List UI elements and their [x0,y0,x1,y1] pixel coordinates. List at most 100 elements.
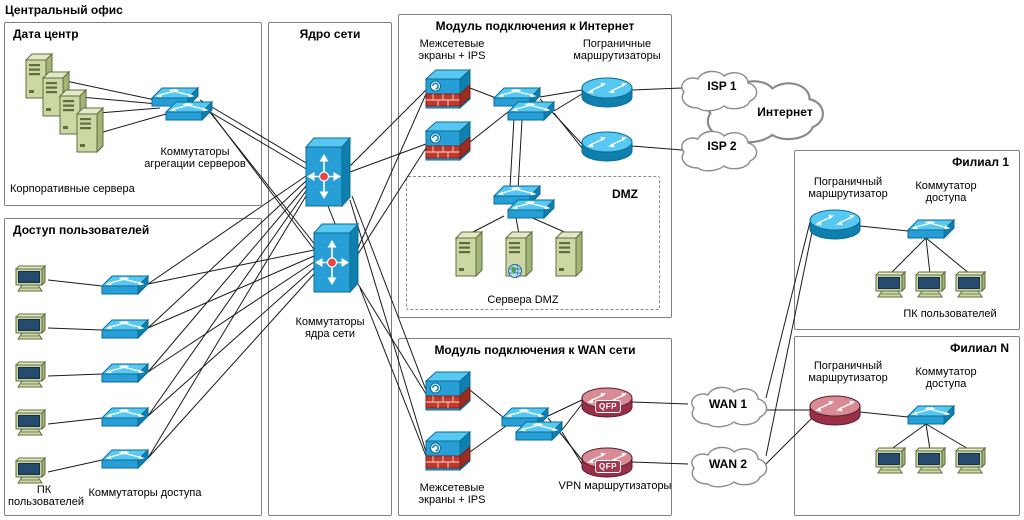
label-branchn-border-router: Пограничный маршрутизатор [808,360,888,385]
connection-line [47,327,103,331]
firewall-ips-icon [425,121,471,161]
pc-icon [15,409,46,436]
label-cloud-isp2: ISP 2 [707,139,737,153]
connection-line [517,119,523,191]
connection-line [147,267,315,417]
connection-line [859,225,909,232]
connection-line [515,217,520,235]
border-router-icon [581,131,633,162]
connection-line [553,93,583,112]
connection-line [327,205,337,227]
switch-icon [907,219,955,239]
pc-icon [875,447,906,474]
group-wan-module-box: Модуль подключения к WAN сети [398,338,672,516]
switch-icon [101,449,149,469]
connection-line [47,459,103,473]
label-wan-firewalls: Межсетевые экраны + IPS [418,482,486,507]
connection-line [357,283,427,395]
switch-icon [165,101,213,121]
label-cloud-internet: Интернет [757,105,813,119]
label-cloud-wan1: WAN 1 [708,397,747,411]
group-title-datacenter: Дата центр [13,27,79,41]
connection-line [147,249,315,285]
label-core-switches: Коммутаторы ядра сети [295,316,365,341]
connection-line [147,185,307,373]
group-title-branch-1: Филиал 1 [952,155,1009,169]
core-switch-icon [313,223,359,293]
connection-line [509,117,515,189]
switch-icon [101,275,149,295]
globe-icon [508,264,522,278]
connection-line [47,279,103,287]
connection-line [349,199,427,453]
connection-line [147,175,307,285]
qfp-badge: QFP [595,400,621,413]
connection-line [47,417,103,425]
firewall-ips-icon [425,371,471,411]
connection-line [553,112,583,149]
server-icon [555,231,583,277]
group-dmz-box [406,176,660,310]
connection-line [561,403,583,431]
pc-icon [915,271,946,298]
group-datacenter-box: Дата центр [4,22,262,206]
connection-line [765,221,811,399]
page-title: Центральный офис [5,3,123,17]
qfp-badge: QFP [595,460,621,473]
connection-line [527,215,570,235]
label-branch1-border-router: Пограничный маршрутизатор [808,176,888,201]
connection-line [469,87,497,99]
pc-icon [15,361,46,388]
connection-line [199,99,309,165]
switch-icon [101,407,149,427]
connection-line [209,111,309,171]
connection-line [925,237,931,275]
connection-line [147,180,307,329]
connection-line [859,411,909,418]
connection-line [359,287,427,457]
switch-icon [101,363,149,383]
connection-line [469,425,507,453]
connection-line [765,231,813,457]
connection-line [147,195,307,459]
connection-line [102,113,167,133]
pc-icon [875,271,906,298]
connection-line [631,87,683,91]
connection-line [349,89,427,167]
group-title-wan-module: Модуль подключения к WAN сети [434,343,636,357]
border-router-icon [581,77,633,108]
connection-line [889,237,927,275]
connection-line [469,111,509,143]
group-branch-1-box: Филиал 1 [794,150,1020,330]
connection-line [763,417,813,467]
group-internet-module-box: Модуль подключения к Интернет [398,14,672,318]
label-aggregation-switches: Коммутаторы агрегации серверов [144,146,246,171]
group-user-access-box: Доступ пользователей [4,218,262,516]
connection-line [351,195,427,391]
pc-icon [915,447,946,474]
switch-icon [515,421,563,441]
connection-line [147,261,315,373]
connection-line [469,389,505,419]
label-access-switches: Коммутаторы доступа [88,487,202,499]
label-user-pcs: ПК пользователей [8,484,84,509]
connection-line [211,113,317,253]
label-dmz-servers: Сервера DMZ [487,294,559,306]
connection-line [147,273,315,459]
connection-line [631,145,683,151]
server-icon [76,107,104,153]
pc-icon [15,265,46,292]
switch-icon [907,405,955,425]
group-branch-n-box: Филиал N [794,336,1020,516]
group-core-box: Ядро сети [268,22,392,516]
connection-line [539,89,583,98]
connection-line [631,461,689,465]
switch-icon [101,319,149,339]
label-vpn-routers: VPN маршрутизаторы [558,480,672,492]
device-icons [15,53,986,488]
connection-line [925,423,931,451]
label-corporate-servers: Корпоративные сервера [10,183,135,195]
connection-line [147,190,307,417]
switch-icon [507,101,555,121]
core-switch-icon [305,137,351,207]
